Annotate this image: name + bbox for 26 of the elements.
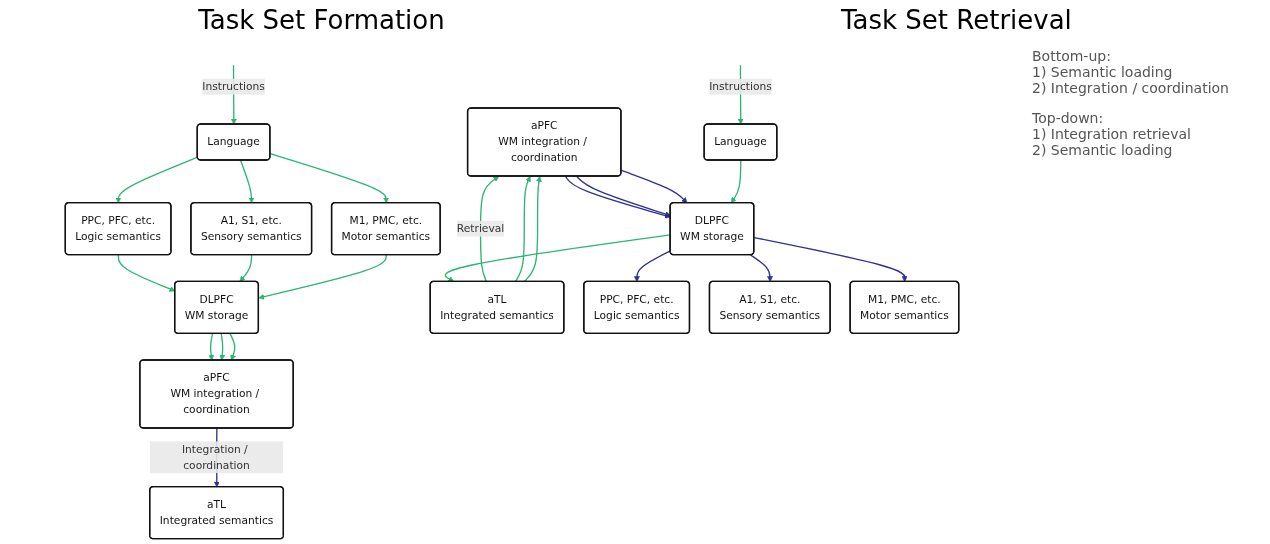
note-text: 2) Integration / coordination — [1032, 80, 1230, 96]
panel-title: Task Set Retrieval — [840, 5, 1072, 35]
arrow — [239, 254, 253, 282]
note-text: Top-down: — [1032, 110, 1105, 126]
arrow — [523, 176, 542, 283]
arrow — [208, 333, 215, 361]
note-text: 1) Semantic loading — [1032, 64, 1174, 80]
panel-title: Task Set Formation — [198, 5, 445, 35]
arrow — [753, 236, 908, 282]
edge-label: Instructions — [202, 80, 265, 93]
note-text: 1) Integration retrieval — [1032, 126, 1192, 142]
arrow — [229, 333, 236, 361]
arrow — [258, 254, 387, 300]
edge-label: Integration / coordination — [181, 442, 250, 472]
arrow — [239, 159, 255, 204]
edge-label: Retrieval — [456, 222, 505, 235]
arrow — [514, 176, 531, 283]
note-text: Bottom-up: — [1032, 48, 1112, 64]
edge-label: Instructions — [709, 80, 772, 93]
arrow — [115, 156, 199, 204]
arrow — [620, 169, 688, 204]
arrow — [730, 159, 742, 204]
arrow — [269, 152, 389, 204]
arrow — [219, 333, 226, 361]
arrow — [749, 254, 773, 282]
note-text: 2) Semantic loading — [1032, 142, 1174, 158]
